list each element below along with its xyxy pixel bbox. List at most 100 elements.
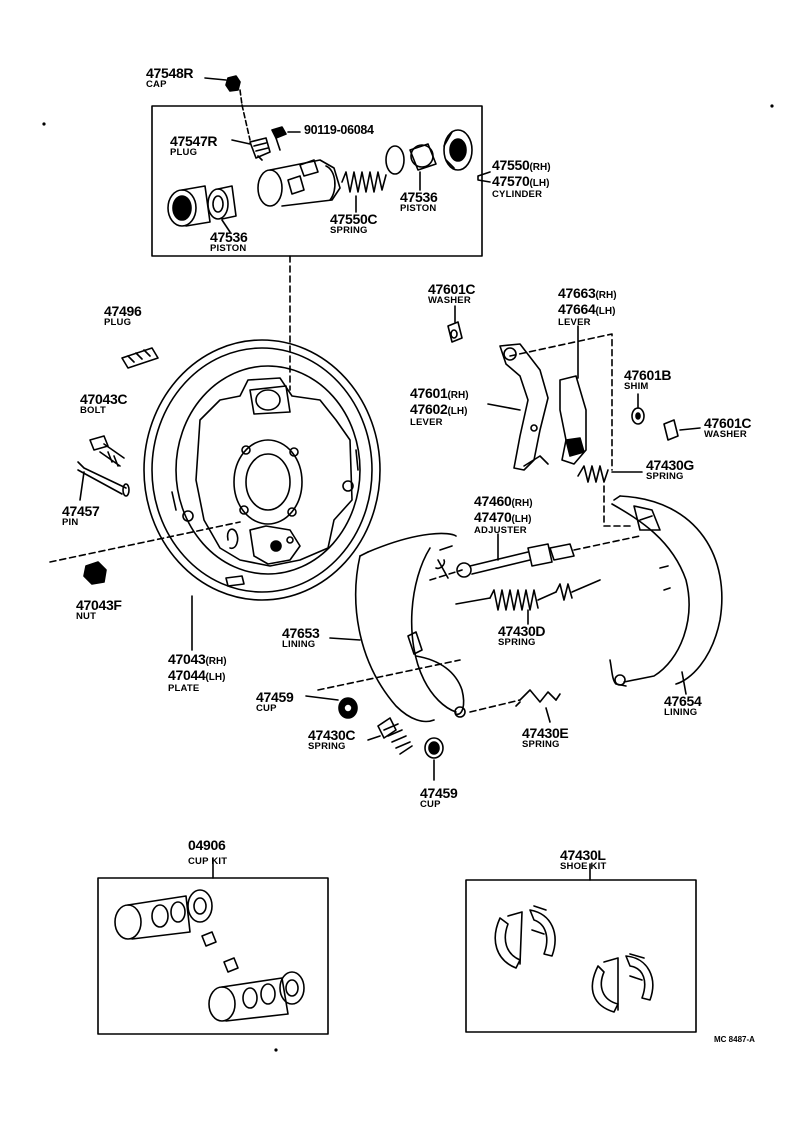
part-number-rh: 47460 — [474, 493, 512, 509]
part-number-rh: 47663 — [558, 285, 596, 301]
part-name: LEVER — [558, 317, 591, 328]
right-boot-part — [443, 129, 473, 171]
part-number-lh: 47664 — [558, 301, 596, 317]
cup-bottom-part — [424, 737, 444, 759]
part-number-lh: 47470 — [474, 509, 512, 525]
part-name: SPRING — [330, 225, 368, 236]
washer-top-part — [447, 321, 463, 343]
cup-kit-items-part — [114, 889, 305, 1022]
rh-suffix: (RH) — [447, 390, 469, 401]
part-number-lh: 47044 — [168, 667, 206, 683]
backing-plate-part — [143, 339, 381, 601]
spring-430e-leader-line — [545, 707, 551, 723]
washer-right-leader-line — [679, 427, 701, 431]
part-number: 47601C — [428, 281, 476, 297]
cylinder-leader-line — [477, 171, 491, 183]
part-number-rh: 47043 — [168, 651, 206, 667]
part-number-lh: 47602 — [410, 401, 448, 417]
part-number: 90119-06084 — [304, 123, 374, 137]
cup-459-left-label: 47459 CUP — [256, 689, 294, 714]
lever-663-label: 47663(RH) 47664(LH) LEVER — [558, 286, 617, 328]
lining-653-leader-line — [329, 637, 361, 641]
part-number: 47430G — [646, 457, 695, 473]
spring-to-shoe-dashed-line — [603, 485, 631, 527]
stray-dot-mark — [42, 122, 46, 126]
rh-suffix: (RH) — [511, 498, 533, 509]
small-bolt-part — [271, 126, 287, 151]
lh-suffix: (LH) — [205, 672, 226, 683]
plate-label: 47043(RH) 47044(LH) PLATE — [168, 652, 227, 694]
hold-down-pin-part — [77, 461, 130, 497]
lever-601-leader-line — [487, 403, 521, 411]
shoe-kit-label: 47430L SHOE KIT — [560, 848, 606, 872]
part-number: 47536 — [210, 229, 248, 245]
part-number: 47654 — [664, 693, 702, 709]
cylinder-body-part — [257, 159, 341, 207]
left-piston-part — [207, 185, 237, 220]
lining-653-label: 47653 LINING — [282, 626, 320, 650]
part-number: 47457 — [62, 503, 100, 519]
cap-leader-line — [204, 77, 227, 81]
part-number: 47430E — [522, 725, 569, 741]
stray-dot-mark — [770, 104, 774, 108]
part-name: SPRING — [308, 741, 346, 752]
cap-top-label: 47548R CAP — [146, 66, 194, 90]
part-name: ADJUSTER — [474, 525, 527, 536]
part-number-rh: 47550 — [492, 157, 530, 173]
plug-496-label: 47496 PLUG — [104, 304, 142, 328]
part-number: 47601C — [704, 415, 752, 431]
part-number: 47459 — [256, 689, 294, 705]
footer-code: MC 8487-A — [714, 1035, 755, 1044]
lever-601-label: 47601(RH) 47602(LH) LEVER — [410, 386, 469, 428]
adjuster-part — [456, 543, 575, 578]
adjusting-lever-part — [559, 375, 587, 465]
right-cup-ring-part — [385, 145, 405, 175]
shim-601b-label: 47601B SHIM — [624, 368, 672, 392]
part-number: 47043F — [76, 597, 122, 613]
part-name: SPRING — [498, 637, 536, 648]
part-name: LINING — [664, 707, 698, 718]
right-piston-part — [409, 143, 437, 171]
lh-suffix: (LH) — [447, 406, 468, 417]
part-name: PLUG — [170, 147, 198, 158]
part-name: NUT — [76, 611, 97, 622]
left-brake-shoe-part — [355, 532, 466, 723]
piston-left-label: 47536 PISTON — [210, 229, 248, 254]
rh-suffix: (RH) — [205, 656, 227, 667]
part-name: SHOE KIT — [560, 861, 607, 872]
part-number: 47550C — [330, 211, 378, 227]
part-name: PLATE — [168, 683, 200, 694]
part-name: CUP — [420, 799, 441, 810]
pin-457-label: 47457 PIN — [62, 503, 100, 528]
cylinder-spring-part — [341, 171, 387, 193]
stray-dot-mark — [274, 1048, 278, 1052]
lever-dashed-line — [509, 333, 613, 471]
part-number: 04906 — [188, 837, 226, 853]
mounting-nut-part — [83, 561, 107, 585]
part-name: PIN — [62, 517, 79, 528]
bolt-code-label: 90119-06084 — [304, 124, 374, 137]
bleeder-cap-part — [225, 75, 241, 92]
left-cup-part — [167, 185, 211, 227]
plate-centerline-dashed — [49, 521, 241, 563]
shoe-kit-frame — [465, 879, 697, 1033]
part-name: SHIM — [624, 381, 649, 392]
spring-430g-part — [577, 465, 609, 483]
part-name: PISTON — [210, 243, 247, 254]
part-name: BOLT — [80, 405, 106, 416]
cup-459-leader-line — [305, 695, 339, 701]
rh-suffix: (RH) — [595, 290, 617, 301]
rh-suffix: (RH) — [529, 162, 551, 173]
adjuster-dashed-line — [429, 535, 641, 581]
spring-430g-label: 47430G SPRING — [646, 458, 694, 482]
part-number: 47043C — [80, 391, 128, 407]
part-name: WASHER — [428, 295, 471, 306]
spring-430e-dashed-line — [469, 699, 521, 713]
mounting-bolt-part — [89, 435, 125, 467]
part-name: CUP KIT — [188, 856, 228, 867]
cup-459-bottom-label: 47459 CUP — [420, 786, 458, 810]
cup-dashed-line — [317, 659, 461, 691]
shoe-kit-items-part — [494, 905, 654, 1013]
spring-c-label: 47550C SPRING — [330, 211, 378, 236]
bolt-043c-label: 47043C BOLT — [80, 391, 128, 416]
